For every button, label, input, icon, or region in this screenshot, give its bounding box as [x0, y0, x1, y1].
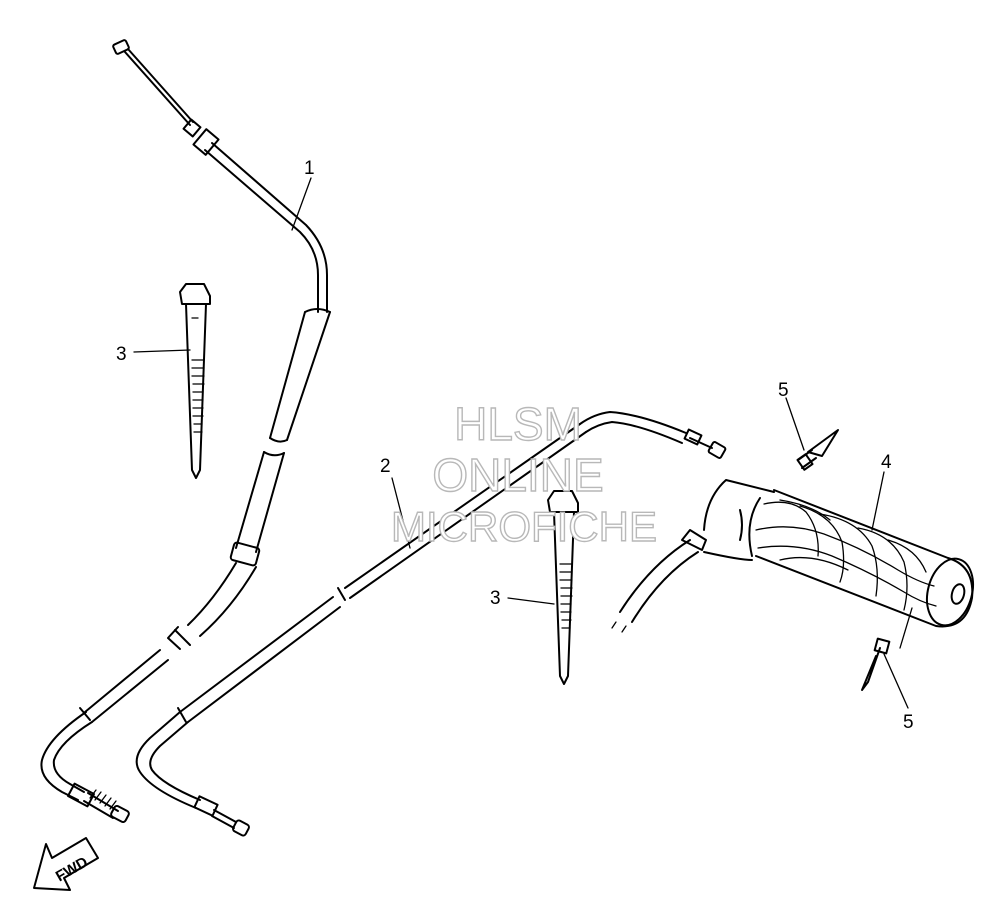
watermark-line-1: HLSM	[454, 398, 582, 450]
callout-1: 1	[304, 158, 315, 179]
watermark-line-2: ONLINE	[432, 449, 603, 501]
fwd-label: FWD	[53, 854, 91, 886]
callout-3-left: 3	[116, 344, 127, 365]
fwd-direction-arrow: FWD	[33, 837, 99, 891]
watermark-line-3: MICROFICHE	[391, 503, 657, 550]
callout-3-center: 3	[490, 588, 501, 609]
callout-5-lower: 5	[903, 712, 914, 733]
cable-tie-left[interactable]	[179, 283, 211, 479]
callout-5-upper: 5	[778, 380, 789, 401]
callout-2: 2	[380, 456, 391, 477]
watermark: HLSM ONLINE MICROFICHE	[390, 397, 657, 550]
cable-part-2[interactable]	[135, 411, 727, 837]
callout-4: 4	[881, 452, 892, 473]
grip-part-4[interactable]	[611, 479, 980, 633]
fwd-arrow-icon	[33, 837, 99, 891]
pin-part-5-upper[interactable]	[796, 429, 839, 471]
pin-part-5-lower[interactable]	[861, 637, 891, 691]
leader-lines	[133, 177, 913, 709]
cable-tie-center[interactable]	[547, 490, 579, 685]
cable-part-1[interactable]	[40, 39, 331, 824]
